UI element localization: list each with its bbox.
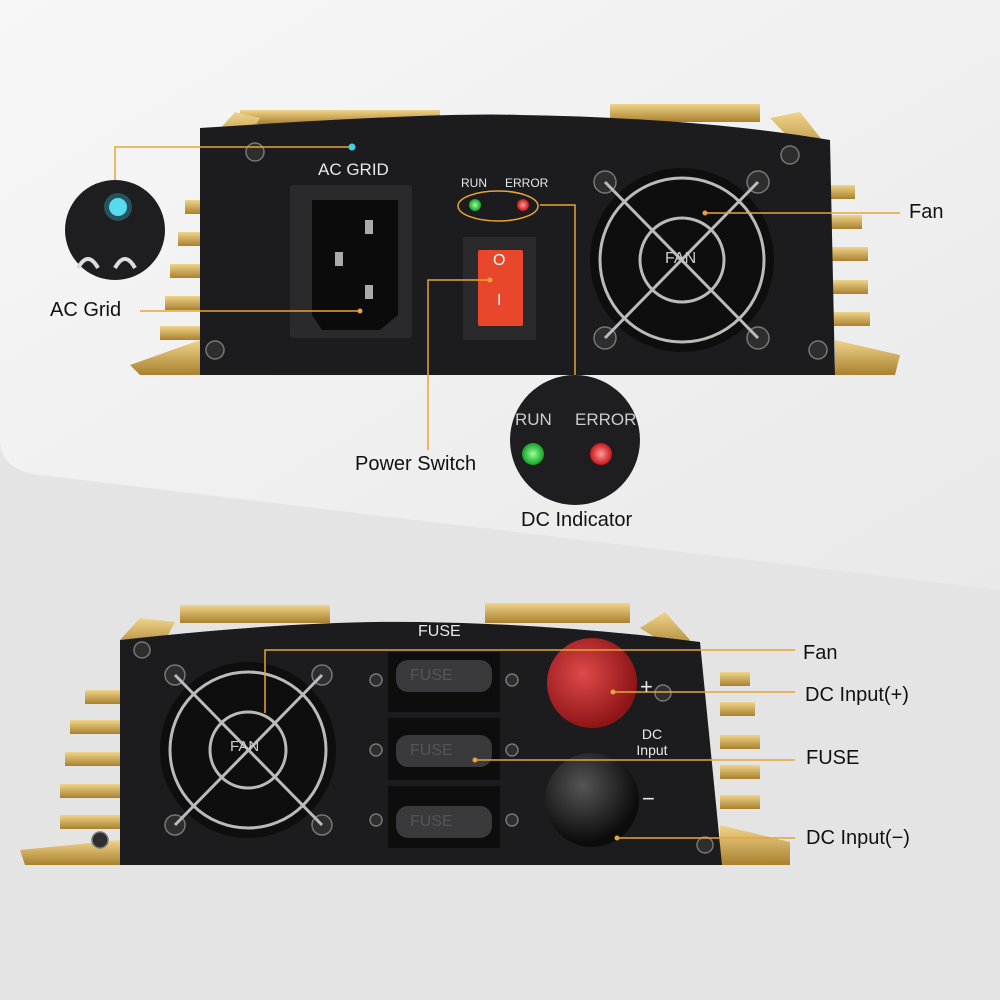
panel-label-fuse: FUSE [418,623,461,640]
power-switch-rocker[interactable] [478,250,523,326]
fuse-cap-label-2: FUSE [410,742,453,759]
panel-label-dc-input: DC Input [636,726,668,758]
panel-label-ac-grid: AC GRID [318,160,389,179]
error-led [517,199,529,211]
callout-fan-bottom: Fan [803,642,838,664]
callout-power-switch: Power Switch [355,453,477,475]
dc-indicator-zoom-inset [510,375,640,505]
bottom-device [20,603,795,865]
callout-dc-input-plus: DC Input(+) [805,684,909,706]
fan-bottom [160,662,336,838]
fuse-cap-1[interactable] [396,660,492,692]
top-device [65,104,900,505]
switch-on-mark: I [497,292,502,309]
switch-off-mark: O [493,252,506,269]
panel-label-run: RUN [461,176,487,190]
callout-fuse: FUSE [806,747,860,769]
dc-positive-terminal [547,638,637,728]
fan-label-top: FAN [665,250,697,267]
inset-run-label: RUN [515,410,552,429]
callout-dc-indicator: DC Indicator [521,509,633,531]
ac-inlet-pins [335,220,373,299]
fan-top [590,168,774,352]
ac-inlet-socket [312,200,398,330]
callout-ac-grid: AC Grid [50,299,122,321]
dc-negative-terminal [545,753,639,847]
panel-label-error: ERROR [505,176,549,190]
fuse-cap-2[interactable] [396,735,492,767]
fuse-cap-label-3: FUSE [410,813,453,830]
callout-dc-input-minus: DC Input(−) [806,827,910,849]
inset-error-led [590,443,612,465]
callout-fan-top: Fan [909,201,944,223]
fuse-cap-3[interactable] [396,806,492,838]
minus-sign: − [642,786,655,811]
led-highlight-ring [457,190,539,222]
inset-run-led [522,443,544,465]
fan-label-bottom: FAN [230,738,260,755]
run-led [469,199,481,211]
fuse-holders [388,652,500,848]
ac-led-zoom-inset [65,180,165,280]
inset-error-label: ERROR [575,410,637,429]
ac-grid-led [348,143,356,151]
callout-lines-bottom [264,649,795,839]
fuse-cap-label-1: FUSE [410,667,453,684]
callout-lines-top [114,146,900,450]
plus-sign: + [640,674,653,699]
